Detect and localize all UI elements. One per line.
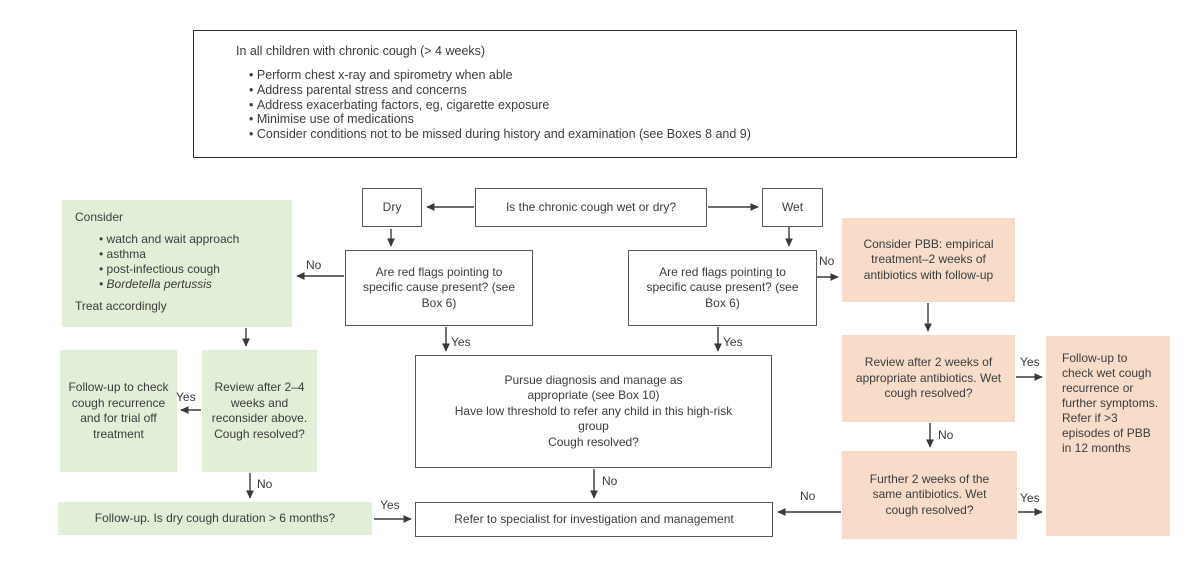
node-consider-dry: Consider watch and wait approach asthma … <box>62 200 292 327</box>
node-refer-specialist: Refer to specialist for investigation an… <box>415 502 773 537</box>
node-red-flags-wet: Are red flags pointing to specific cause… <box>628 250 817 326</box>
edge-label-no: No <box>819 254 835 268</box>
consider-bullet: asthma <box>99 247 284 262</box>
edge-label-yes: Yes <box>1020 355 1040 369</box>
summary-title: In all children with chronic cough (> 4 … <box>236 44 486 58</box>
summary-bullet: Consider conditions not to be missed dur… <box>249 127 1006 142</box>
edge-label-no: No <box>257 477 273 491</box>
edge-label-yes: Yes <box>380 498 400 512</box>
pursue-line: Cough resolved? <box>548 434 639 449</box>
node-review-2-4-weeks: Review after 2–4 weeks and reconsider ab… <box>202 350 317 472</box>
summary-bullet: Address parental stress and concerns <box>249 83 1006 98</box>
edge-label-yes: Yes <box>176 390 196 404</box>
consider-bullet: watch and wait approach <box>99 232 284 247</box>
summary-bullet: Perform chest x-ray and spirometry when … <box>249 68 1006 83</box>
pursue-line: Have low threshold to refer any child in… <box>454 403 733 434</box>
edge-label-yes: Yes <box>723 335 743 349</box>
consider-title: Consider <box>75 210 124 224</box>
edge-label-yes: Yes <box>1020 491 1040 505</box>
node-red-flags-dry: Are red flags pointing to specific cause… <box>345 250 533 326</box>
edge-label-yes: Yes <box>451 335 471 349</box>
summary-bullet-list: Perform chest x-ray and spirometry when … <box>249 68 1006 142</box>
node-followup-trial-off: Follow-up to check cough recurrence and … <box>60 350 177 472</box>
consider-bullet-italic: Bordetella pertussis <box>99 277 284 292</box>
edge-label-no: No <box>306 258 322 272</box>
summary-bullet: Address exacerbating factors, eg, cigare… <box>249 98 1006 113</box>
node-consider-pbb: Consider PBB: empirical treatment–2 week… <box>842 218 1015 302</box>
node-review-2-weeks: Review after 2 weeks of appropriate anti… <box>842 335 1015 422</box>
edge-label-no: No <box>800 489 816 503</box>
pursue-line: Pursue diagnosis and manage as appropria… <box>504 372 683 403</box>
edge-label-no: No <box>938 428 954 442</box>
node-pursue-diagnosis: Pursue diagnosis and manage as appropria… <box>415 355 772 468</box>
summary-bullet: Minimise use of medications <box>249 112 1006 127</box>
node-followup-wet: Follow-up to check wet cough recurrence … <box>1046 336 1170 536</box>
node-dry: Dry <box>362 188 422 227</box>
consider-bullet-list: watch and wait approach asthma post-infe… <box>99 232 284 292</box>
consider-bullet: post-infectious cough <box>99 262 284 277</box>
summary-box: In all children with chronic cough (> 4 … <box>193 30 1017 158</box>
consider-footer: Treat accordingly <box>75 299 167 313</box>
edge-label-no: No <box>602 474 618 488</box>
node-further-2-weeks: Further 2 weeks of the same antibiotics.… <box>842 451 1017 539</box>
node-question-wet-or-dry: Is the chronic cough wet or dry? <box>475 188 707 227</box>
node-wet: Wet <box>762 188 823 227</box>
node-followup-dry-6-months: Follow-up. Is dry cough duration > 6 mon… <box>58 502 372 535</box>
